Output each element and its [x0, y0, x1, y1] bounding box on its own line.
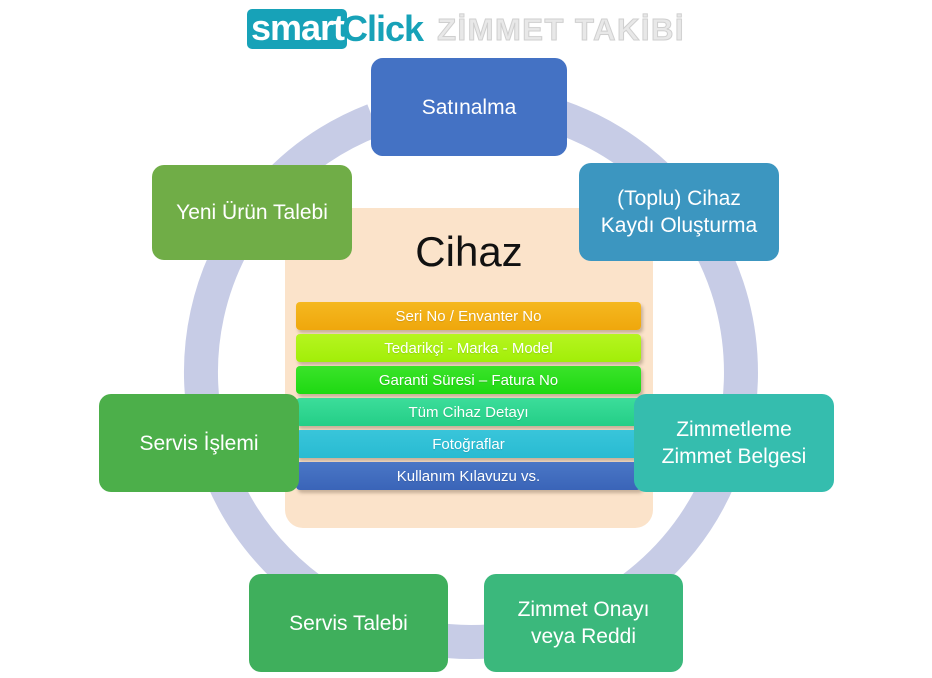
list-item[interactable]: Seri No / Envanter No	[296, 302, 641, 330]
cycle-node-satinalma[interactable]: Satınalma	[371, 58, 567, 156]
cycle-node-label: (Toplu) Cihaz Kaydı Oluşturma	[601, 185, 757, 239]
cycle-node-servis-islemi[interactable]: Servis İşlemi	[99, 394, 299, 492]
cycle-node-label-line2: veya Reddi	[530, 625, 637, 648]
cycle-node-label-line1: (Toplu) Cihaz	[617, 187, 741, 210]
cycle-node-label: Zimmetleme Zimmet Belgesi	[662, 416, 807, 470]
cycle-node-label: Zimmet Onayı veya Reddi	[518, 596, 650, 650]
cycle-node-zimmetleme[interactable]: Zimmetleme Zimmet Belgesi	[634, 394, 834, 492]
cycle-node-label-line1: Zimmet Onayı	[517, 598, 650, 621]
list-item[interactable]: Garanti Süresi – Fatura No	[296, 366, 641, 394]
logo-smart-text: smart	[246, 9, 348, 49]
cycle-node-servis-talebi[interactable]: Servis Talebi	[249, 574, 448, 672]
cycle-node-zimmet-onayi[interactable]: Zimmet Onayı veya Reddi	[484, 574, 683, 672]
cycle-node-label-line2: Zimmet Belgesi	[661, 445, 807, 468]
list-item[interactable]: Tüm Cihaz Detayı	[296, 398, 641, 426]
logo-click-text: Click	[342, 8, 424, 49]
cycle-node-label: Yeni Ürün Talebi	[176, 201, 328, 224]
cycle-node-cihaz-kaydi[interactable]: (Toplu) Cihaz Kaydı Oluşturma	[579, 163, 779, 261]
device-attribute-list: Seri No / Envanter No Tedarikçi - Marka …	[296, 302, 641, 490]
list-item[interactable]: Tedarikçi - Marka - Model	[296, 334, 641, 362]
list-item[interactable]: Fotoğraflar	[296, 430, 641, 458]
cycle-node-label: Servis Talebi	[289, 611, 408, 635]
cycle-node-label-line2: Kaydı Oluşturma	[600, 214, 758, 237]
list-item[interactable]: Kullanım Kılavuzu vs.	[296, 462, 641, 490]
cycle-node-label: Satınalma	[421, 95, 517, 119]
cycle-node-label-line1: Zimmetleme	[676, 418, 792, 441]
cycle-node-label: Servis İşlemi	[139, 431, 259, 455]
cycle-node-yeni-urun-talebi[interactable]: Yeni Ürün Talebi	[152, 165, 352, 260]
logo-subtitle: ZİMMET TAKİBİ	[437, 11, 686, 47]
